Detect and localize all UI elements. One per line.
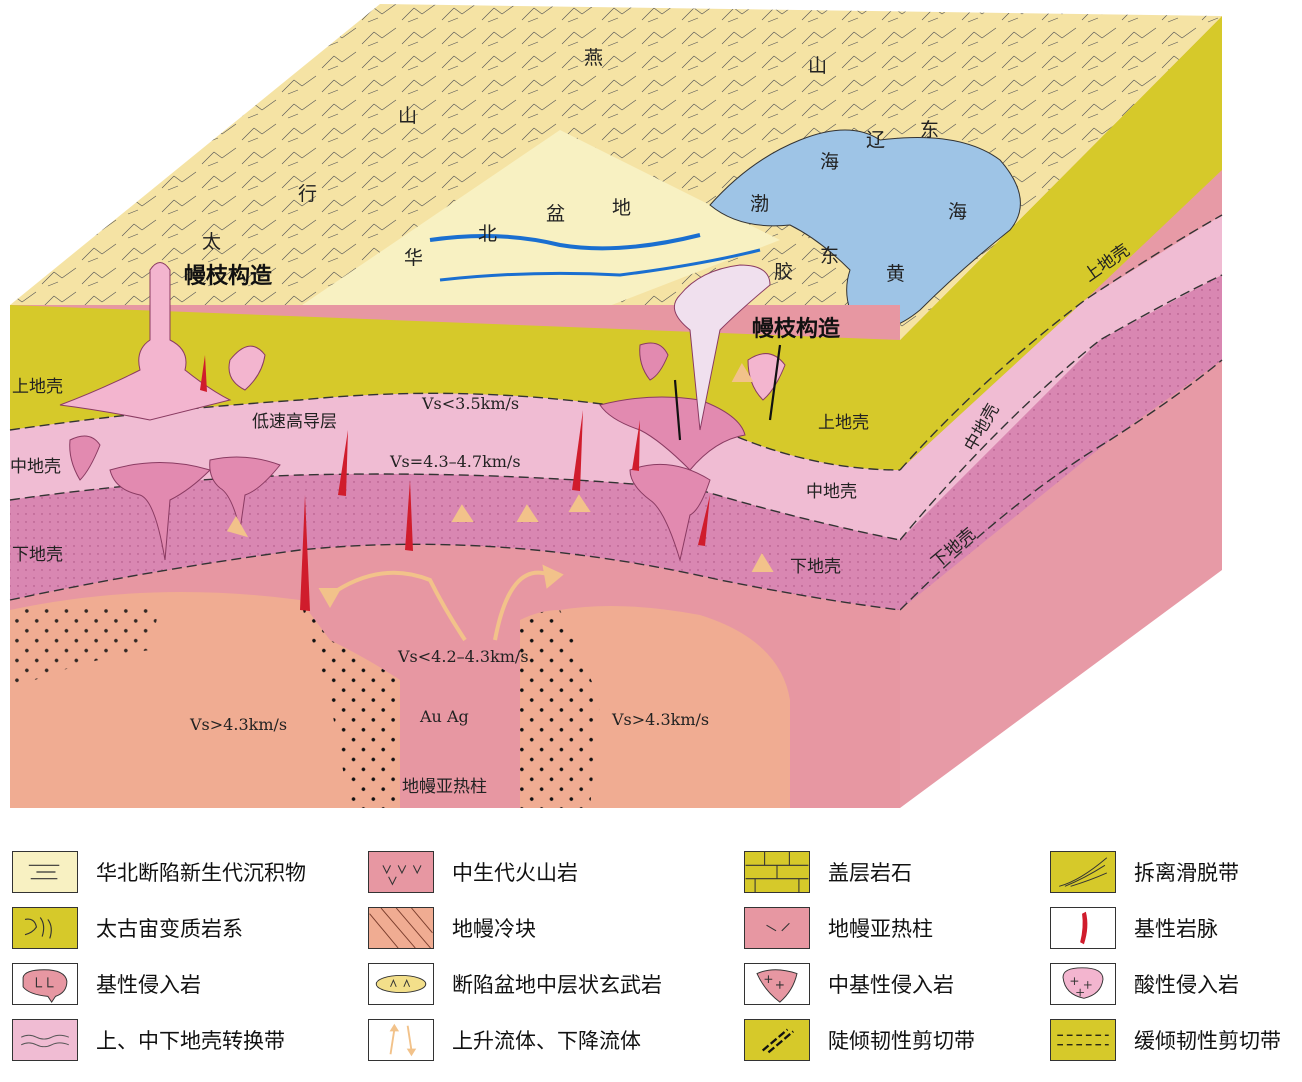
- legend-item-acid-intrusion: 酸性侵入岩: [1050, 960, 1239, 1008]
- legend-label-basic-dike: 基性岩脉: [1134, 917, 1218, 941]
- lower-crust-label-left: 下地壳: [12, 545, 63, 565]
- vs-upper-label: Vs<3.5km/s: [421, 394, 519, 413]
- taihang-label-xing: 行: [298, 183, 317, 205]
- legend-item-gentle-shear-zone: 缓倾韧性剪切带: [1050, 1016, 1281, 1064]
- legend-item-detachment-zone: 拆离滑脱带: [1050, 848, 1239, 896]
- mantle-plume-label: 地幔亚热柱: [402, 777, 487, 797]
- detachment-zone-swatch-icon: [1050, 851, 1116, 893]
- bohai-label-bo: 渤: [750, 193, 769, 215]
- yellow-sea-label-huang: 黄: [886, 263, 905, 285]
- jiaodong-label-dong: 东: [820, 245, 839, 267]
- legend-item-basic-intrusion: 基性侵入岩: [12, 960, 201, 1008]
- bohai-label-hai: 海: [820, 151, 839, 173]
- basalt-layer-swatch-icon: [368, 963, 434, 1005]
- mantle-cold-block-swatch-icon: [368, 907, 434, 949]
- legend-label-archean-metamorphic: 太古宙变质岩系: [96, 917, 243, 941]
- bohai-sea: [709, 129, 1021, 332]
- vs-right-block-label: Vs>4.3km/s: [611, 710, 709, 729]
- cenozoic-sediment-swatch-icon: [12, 851, 78, 893]
- legend-label-mesozoic-volcanic: 中生代火山岩: [452, 861, 578, 885]
- legend-label-steep-shear-zone: 陡倾韧性剪切带: [828, 1029, 975, 1053]
- vs-left-block-label: Vs>4.3km/s: [189, 715, 287, 734]
- legend-label-crust-transition: 上、中下地壳转换带: [96, 1029, 285, 1053]
- taihang-label-tai: 太: [202, 231, 221, 253]
- legend-item-mesozoic-volcanic: 中生代火山岩: [368, 848, 578, 896]
- side-face: [899, 16, 1223, 808]
- vs-middle-label: Vs=4.3–4.7km/s: [389, 452, 521, 471]
- legend-label-detachment-zone: 拆离滑脱带: [1134, 861, 1239, 885]
- legend-label-acid-intrusion: 酸性侵入岩: [1134, 973, 1239, 997]
- basic-dike-swatch-icon: [1050, 907, 1116, 949]
- yanshan-label-shan: 山: [808, 55, 827, 77]
- legend-label-mantle-cold-block: 地幔冷块: [452, 917, 536, 941]
- legend-item-crust-transition: 上、中下地壳转换带: [12, 1016, 285, 1064]
- fluid-flow-swatch-icon: [368, 1019, 434, 1061]
- legend-item-mantle-plume: 地幔亚热柱: [744, 904, 933, 952]
- legend-label-fluid-flow: 上升流体、下降流体: [452, 1029, 641, 1053]
- legend-item-fluid-flow: 上升流体、下降流体: [368, 1016, 641, 1064]
- map-labels: 燕 山 山 行 太 华 北 盆 地 渤 海 辽 东 海 胶 东 黄 幔枝构造 幔…: [10, 47, 1134, 797]
- legend-label-basic-intrusion: 基性侵入岩: [96, 973, 201, 997]
- basin-label-hua: 华: [404, 247, 423, 269]
- yanshan-label-yan: 燕: [584, 47, 603, 69]
- mesozoic-volcanic-swatch-icon: [368, 851, 434, 893]
- legend-label-mantle-plume: 地幔亚热柱: [828, 917, 933, 941]
- legend-item-basic-dike: 基性岩脉: [1050, 904, 1218, 952]
- yellow-sea-label-hai: 海: [948, 201, 967, 223]
- cover-rock-swatch-icon: [744, 851, 810, 893]
- legend-label-cover-rock: 盖层岩石: [828, 861, 912, 885]
- steep-shear-zone-swatch-icon: [744, 1019, 810, 1061]
- crust-transition-swatch-icon: [12, 1019, 78, 1061]
- mantle-plume-swatch-icon: [744, 907, 810, 949]
- lower-crust-label-front: 下地壳: [790, 557, 841, 577]
- legend-item-archean-metamorphic: 太古宙变质岩系: [12, 904, 243, 952]
- legend-item-cover-rock: 盖层岩石: [744, 848, 912, 896]
- legend-item-cenozoic-sediment: 华北断陷新生代沉积物: [12, 848, 306, 896]
- upper-crust-label-left: 上地壳: [12, 377, 63, 397]
- fluid-arrows: [226, 362, 774, 642]
- intrusions: [59, 262, 786, 611]
- basin-label-bei: 北: [478, 223, 497, 245]
- taihang-label-shan: 山: [398, 105, 417, 127]
- middle-crust-label-front: 中地壳: [806, 482, 857, 502]
- acid-intrusion-swatch-icon: [1050, 963, 1116, 1005]
- liaodong-label-liao: 辽: [866, 129, 885, 151]
- mantle-branch-label-left: 幔枝构造: [184, 263, 272, 289]
- archean-metamorphic-swatch-icon: [12, 907, 78, 949]
- legend-label-gentle-shear-zone: 缓倾韧性剪切带: [1134, 1029, 1281, 1053]
- legend-item-basalt-layer: 断陷盆地中层状玄武岩: [368, 960, 662, 1008]
- basin-label-di: 地: [612, 197, 631, 219]
- top-surface: [10, 4, 1222, 340]
- legend-label-intermediate-basic-intrusion: 中基性侵入岩: [828, 973, 954, 997]
- middle-crust-label-left: 中地壳: [10, 457, 61, 477]
- legend-item-steep-shear-zone: 陡倾韧性剪切带: [744, 1016, 975, 1064]
- legend: 华北断陷新生代沉积物 太古宙变质岩系 基性侵入岩 上、中下地壳转换带 中生代火山…: [0, 848, 1302, 1078]
- legend-label-basalt-layer: 断陷盆地中层状玄武岩: [452, 973, 662, 997]
- metals-label: Au Ag: [419, 707, 469, 726]
- legend-item-intermediate-basic-intrusion: 中基性侵入岩: [744, 960, 954, 1008]
- legend-label-cenozoic-sediment: 华北断陷新生代沉积物: [96, 861, 306, 885]
- legend-item-mantle-cold-block: 地幔冷块: [368, 904, 536, 952]
- gentle-shear-zone-swatch-icon: [1050, 1019, 1116, 1061]
- geology-block-diagram: 燕 山 山 行 太 华 北 盆 地 渤 海 辽 东 海 胶 东 黄 幔枝构造 幔…: [9, 4, 1223, 808]
- upper-crust-label-front: 上地壳: [818, 413, 869, 433]
- jiaodong-label-jiao: 胶: [774, 261, 793, 283]
- basic-intrusion-swatch-icon: [12, 963, 78, 1005]
- low-velocity-layer-label: 低速高导层: [252, 412, 337, 432]
- liaodong-label-dong: 东: [920, 119, 939, 141]
- intermediate-basic-intrusion-swatch-icon: [744, 963, 810, 1005]
- mantle-branch-label-right: 幔枝构造: [752, 316, 840, 342]
- vs-plume-label: Vs<4.2–4.3km/s: [397, 647, 529, 666]
- basin-label-pen: 盆: [546, 203, 565, 225]
